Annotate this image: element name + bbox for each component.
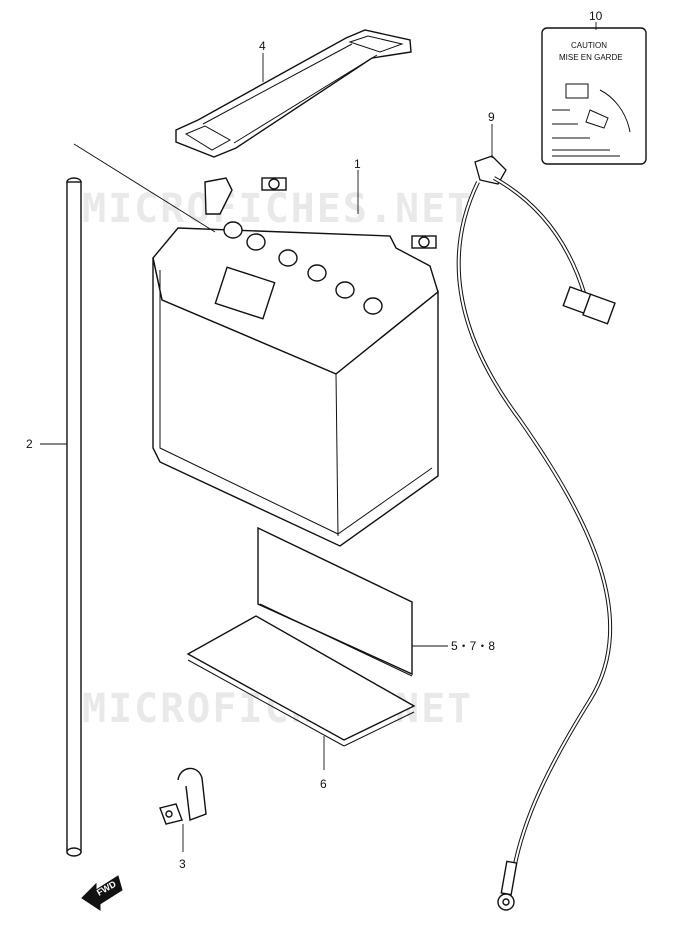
callout-5-7-8: 5・7・8 xyxy=(451,639,495,653)
battery-cell-caps xyxy=(223,221,383,315)
caution-label-line1: CAUTION xyxy=(571,41,607,50)
battery-spacers[interactable] xyxy=(257,526,413,677)
battery[interactable] xyxy=(152,177,439,547)
hose-clamp[interactable] xyxy=(159,767,207,825)
battery-band[interactable] xyxy=(175,29,412,158)
callout-4: 4 xyxy=(259,39,266,53)
battery-cable[interactable] xyxy=(456,155,616,911)
battery-terminal-positive xyxy=(411,235,437,249)
watermark-top: MICROFICHES.NET xyxy=(82,186,473,232)
callout-1: 1 xyxy=(354,157,361,171)
callout-6: 6 xyxy=(320,777,327,791)
caution-label-line2: MISE EN GARDE xyxy=(559,53,623,62)
callout-9: 9 xyxy=(488,110,495,124)
caution-label[interactable]: CAUTION MISE EN GARDE xyxy=(541,27,647,165)
forward-arrow-icon: FWD xyxy=(81,875,123,911)
callout-10: 10 xyxy=(589,9,603,23)
cable-connector xyxy=(562,285,616,325)
callout-3: 3 xyxy=(179,857,186,871)
battery-pad[interactable] xyxy=(186,615,416,747)
battery-terminal-negative xyxy=(261,177,287,191)
callout-2: 2 xyxy=(26,437,33,451)
breather-hose[interactable] xyxy=(66,177,82,857)
